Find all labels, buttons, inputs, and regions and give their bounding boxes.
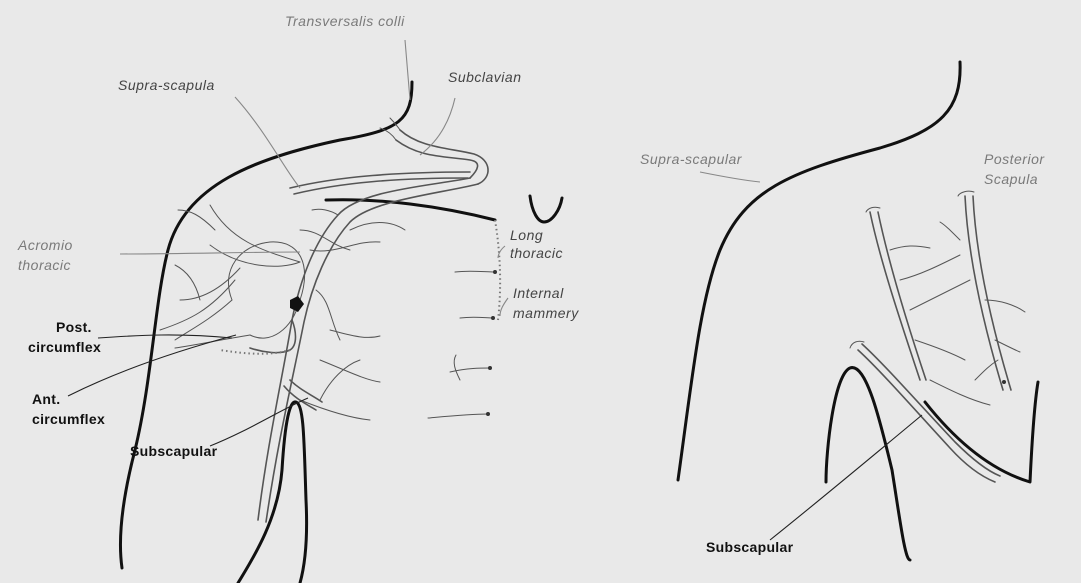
label-post-circumflex-1: Post. (56, 320, 92, 335)
label-long-thoracic-1: Long (510, 228, 543, 243)
label-internal-mammary-1: Internal (513, 286, 564, 301)
label-subscapular-left: Subscapular (130, 444, 217, 459)
label-acromio-thoracic-1: Acromio (18, 238, 73, 253)
label-supra-scapula: Supra-scapula (118, 78, 215, 93)
axillary-artery-a (258, 178, 470, 520)
label-supra-scapular: Supra-scapular (640, 152, 742, 167)
label-posterior-scapula-2: Scapula (984, 172, 1038, 187)
label-subscapular-right: Subscapular (706, 540, 793, 555)
axillary-node (290, 296, 304, 312)
label-internal-mammary-2: mammery (513, 306, 579, 321)
left-clavicle (326, 200, 495, 220)
right-armpit-outline (826, 368, 910, 560)
right-back-outline (678, 62, 960, 480)
label-transversalis-colli: Transversalis colli (285, 14, 405, 29)
left-shoulder-outline (121, 82, 412, 568)
label-post-circumflex-2: circumflex (28, 340, 101, 355)
left-figure (68, 40, 562, 583)
sternal-notch (530, 196, 562, 222)
label-subclavian: Subclavian (448, 70, 522, 85)
label-ant-circumflex-2: circumflex (32, 412, 105, 427)
label-posterior-scapula-1: Posterior (984, 152, 1045, 167)
label-acromio-thoracic-2: thoracic (18, 258, 71, 273)
scapula-border (925, 382, 1038, 482)
label-long-thoracic-2: thoracic (510, 246, 563, 261)
right-figure (678, 62, 1038, 560)
axillary-artery-b (266, 184, 478, 522)
long-thoracic-dotted (495, 220, 500, 320)
label-ant-circumflex-1: Ant. (32, 392, 60, 407)
